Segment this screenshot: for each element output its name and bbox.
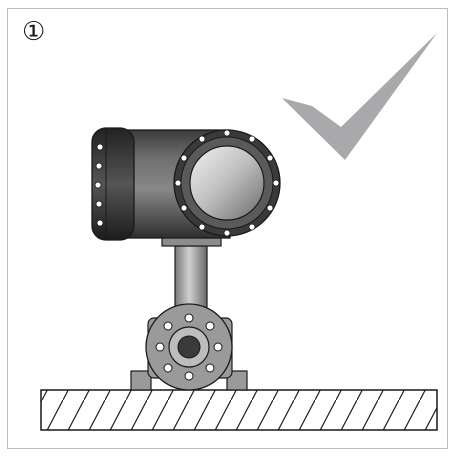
- figure-frame: [7, 8, 448, 449]
- checkmark-icon: [282, 33, 437, 160]
- ground-base: [40, 389, 438, 431]
- step-marker: ①: [22, 17, 45, 47]
- transmitter-housing: [91, 127, 281, 241]
- pipe-flange: [145, 303, 233, 391]
- sensor-feet: [130, 370, 248, 391]
- display-window: [189, 145, 265, 221]
